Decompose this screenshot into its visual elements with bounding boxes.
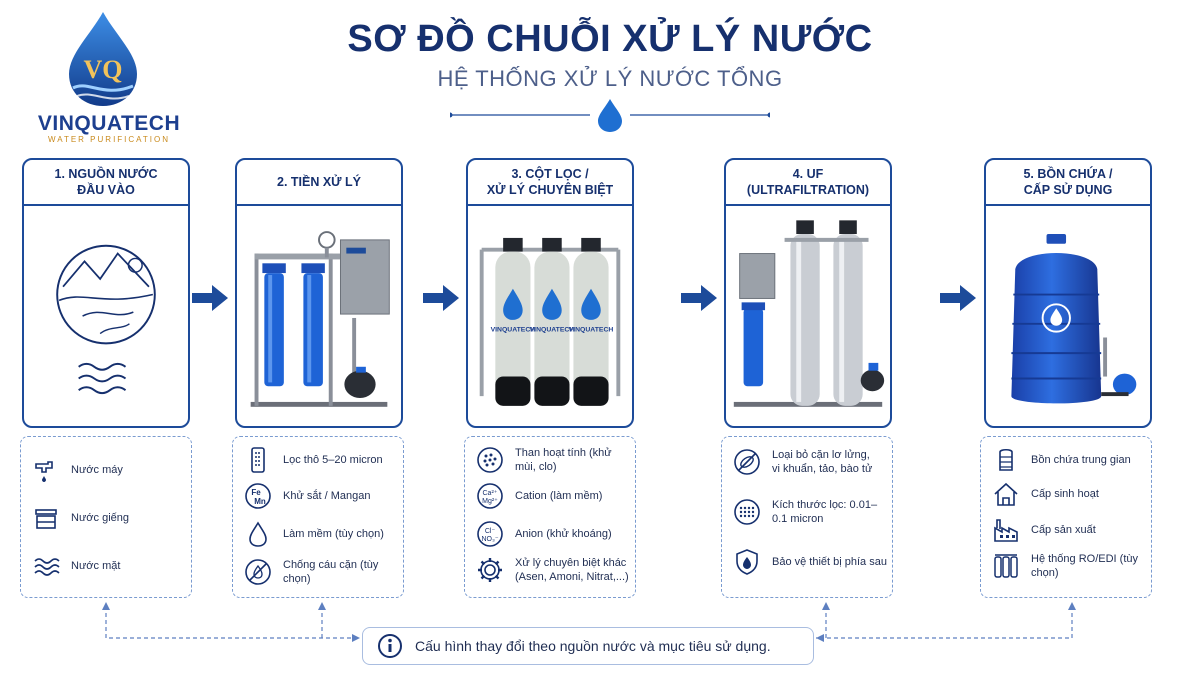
water-drop-icon — [598, 99, 622, 132]
stage-details-storage: Bồn chứa trung gian Cấp sinh hoạt Cấp sả… — [980, 436, 1152, 598]
list-item: Nước giếng — [31, 503, 129, 533]
page-title: SƠ ĐỒ CHUỖI XỬ LÝ NƯỚC — [347, 18, 873, 60]
list-item: Bảo vệ thiết bị phía sau — [732, 547, 887, 577]
faucet-icon — [31, 455, 61, 485]
gear-icon — [475, 555, 505, 585]
configuration-note: Cấu hình thay đổi theo nguồn nước và mục… — [362, 627, 814, 665]
list-item: Lọc thô 5–20 micron — [243, 445, 383, 475]
list-item: Ca²⁺Mg²⁺ Cation (làm mềm) — [475, 481, 602, 511]
list-item: Chống cáu cặn (tùy chọn) — [243, 557, 403, 587]
stage-title: 5. BỒN CHỨA /CẤP SỬ DỤNG — [986, 160, 1150, 206]
page-subtitle: HỆ THỐNG XỬ LÝ NƯỚC TỔNG — [437, 66, 783, 91]
svg-text:Fe: Fe — [251, 488, 261, 497]
filter-columns: VINQUATECH VINQUATECH VINQUATECH — [479, 237, 621, 406]
list-item: Loại bỏ cặn lơ lửng,vi khuẩn, tảo, bào t… — [732, 447, 872, 477]
logo-tagline: WATER PURIFICATION — [47, 135, 171, 144]
list-item: Cấp sinh hoạt — [991, 479, 1099, 509]
uf-system — [733, 220, 885, 407]
svg-text:Mg²⁺: Mg²⁺ — [482, 498, 498, 505]
well-icon — [31, 503, 61, 533]
list-item: Than hoạt tính (khử mùi, clo) — [475, 445, 635, 475]
filter-column: VINQUATECH — [569, 237, 614, 406]
flow-arrow-icon — [192, 285, 228, 311]
title-divider — [450, 99, 770, 132]
stage-title: 4. UF(ULTRAFILTRATION) — [726, 160, 890, 206]
stage-details-water-source: Nước máy Nước giếng Nước mặt — [20, 436, 192, 598]
membrane-icon — [732, 497, 762, 527]
factory-icon — [991, 515, 1021, 545]
svg-text:VINQUATECH: VINQUATECH — [569, 327, 614, 334]
house-icon — [991, 479, 1021, 509]
note-connector-lines — [102, 602, 1076, 642]
info-icon — [378, 634, 402, 658]
shield-icon — [732, 547, 762, 577]
list-item: Nước máy — [31, 455, 123, 485]
logo-name: VINQUATECH — [37, 112, 181, 135]
cation-icon: Ca²⁺Mg²⁺ — [475, 481, 505, 511]
svg-text:VINQUATECH: VINQUATECH — [491, 327, 536, 334]
svg-text:VINQUATECH: VINQUATECH — [530, 327, 575, 334]
list-item: Xử lý chuyên biệt khác(Asen, Amoni, Nitr… — [475, 555, 629, 585]
stage-details-uf: Loại bỏ cặn lơ lửng,vi khuẩn, tảo, bào t… — [721, 436, 893, 598]
filter-column: VINQUATECH — [491, 237, 536, 406]
activated-carbon-icon — [475, 445, 505, 475]
water-drop-icon — [243, 519, 273, 549]
list-item: Làm mềm (tùy chọn) — [243, 519, 384, 549]
stage-title: 2. TIỀN XỬ LÝ — [237, 160, 401, 206]
stage-details-filter-columns: Than hoạt tính (khử mùi, clo) Ca²⁺Mg²⁺ C… — [464, 436, 636, 598]
filter-column: VINQUATECH — [530, 237, 575, 406]
flow-arrow-icon — [940, 285, 976, 311]
svg-text:Ca²⁺: Ca²⁺ — [483, 490, 498, 497]
list-item: Bồn chứa trung gian — [991, 445, 1131, 475]
anti-scale-icon — [243, 557, 273, 587]
water-drop-logo-icon: VQ — [69, 12, 137, 106]
storage-tank — [1011, 234, 1137, 404]
tank-icon — [991, 445, 1021, 475]
stage-uf: 4. UF(ULTRAFILTRATION) — [724, 158, 892, 428]
filter-cartridge-icon — [243, 445, 273, 475]
pretreatment-unit — [250, 231, 390, 407]
list-item: Kích thước lọc: 0.01–0.1 micron — [732, 497, 892, 527]
anion-icon: Cl⁻NO₃⁻ — [475, 519, 505, 549]
svg-text:VQ: VQ — [84, 55, 123, 84]
stage-storage: 5. BỒN CHỨA /CẤP SỬ DỤNG — [984, 158, 1152, 428]
list-item: Cấp sản xuất — [991, 515, 1096, 545]
water-source-illustration — [56, 244, 156, 395]
list-item: Nước mặt — [31, 551, 120, 581]
stage-filter-columns: 3. CỘT LỌC /XỬ LÝ CHUYÊN BIỆT VINQUATECH… — [466, 158, 634, 428]
vinquatech-logo: VQ VINQUATECH WATER PURIFICATION — [18, 8, 188, 144]
flow-arrow-icon — [681, 285, 717, 311]
flow-arrow-icon — [423, 285, 459, 311]
list-item: Hệ thống RO/EDI (tùy chọn) — [991, 551, 1151, 581]
svg-text:Cl⁻: Cl⁻ — [485, 528, 496, 535]
no-bacteria-icon — [732, 447, 762, 477]
stage-pretreatment: 2. TIỀN XỬ LÝ — [235, 158, 403, 428]
waves-icon — [31, 551, 61, 581]
svg-text:Mn: Mn — [254, 497, 266, 506]
list-item: Cl⁻NO₃⁻ Anion (khử khoáng) — [475, 519, 612, 549]
ro-edi-icon — [991, 551, 1021, 581]
stage-title: 3. CỘT LỌC /XỬ LÝ CHUYÊN BIỆT — [468, 160, 632, 206]
note-text: Cấu hình thay đổi theo nguồn nước và mục… — [415, 638, 771, 654]
svg-text:NO₃⁻: NO₃⁻ — [481, 536, 498, 543]
